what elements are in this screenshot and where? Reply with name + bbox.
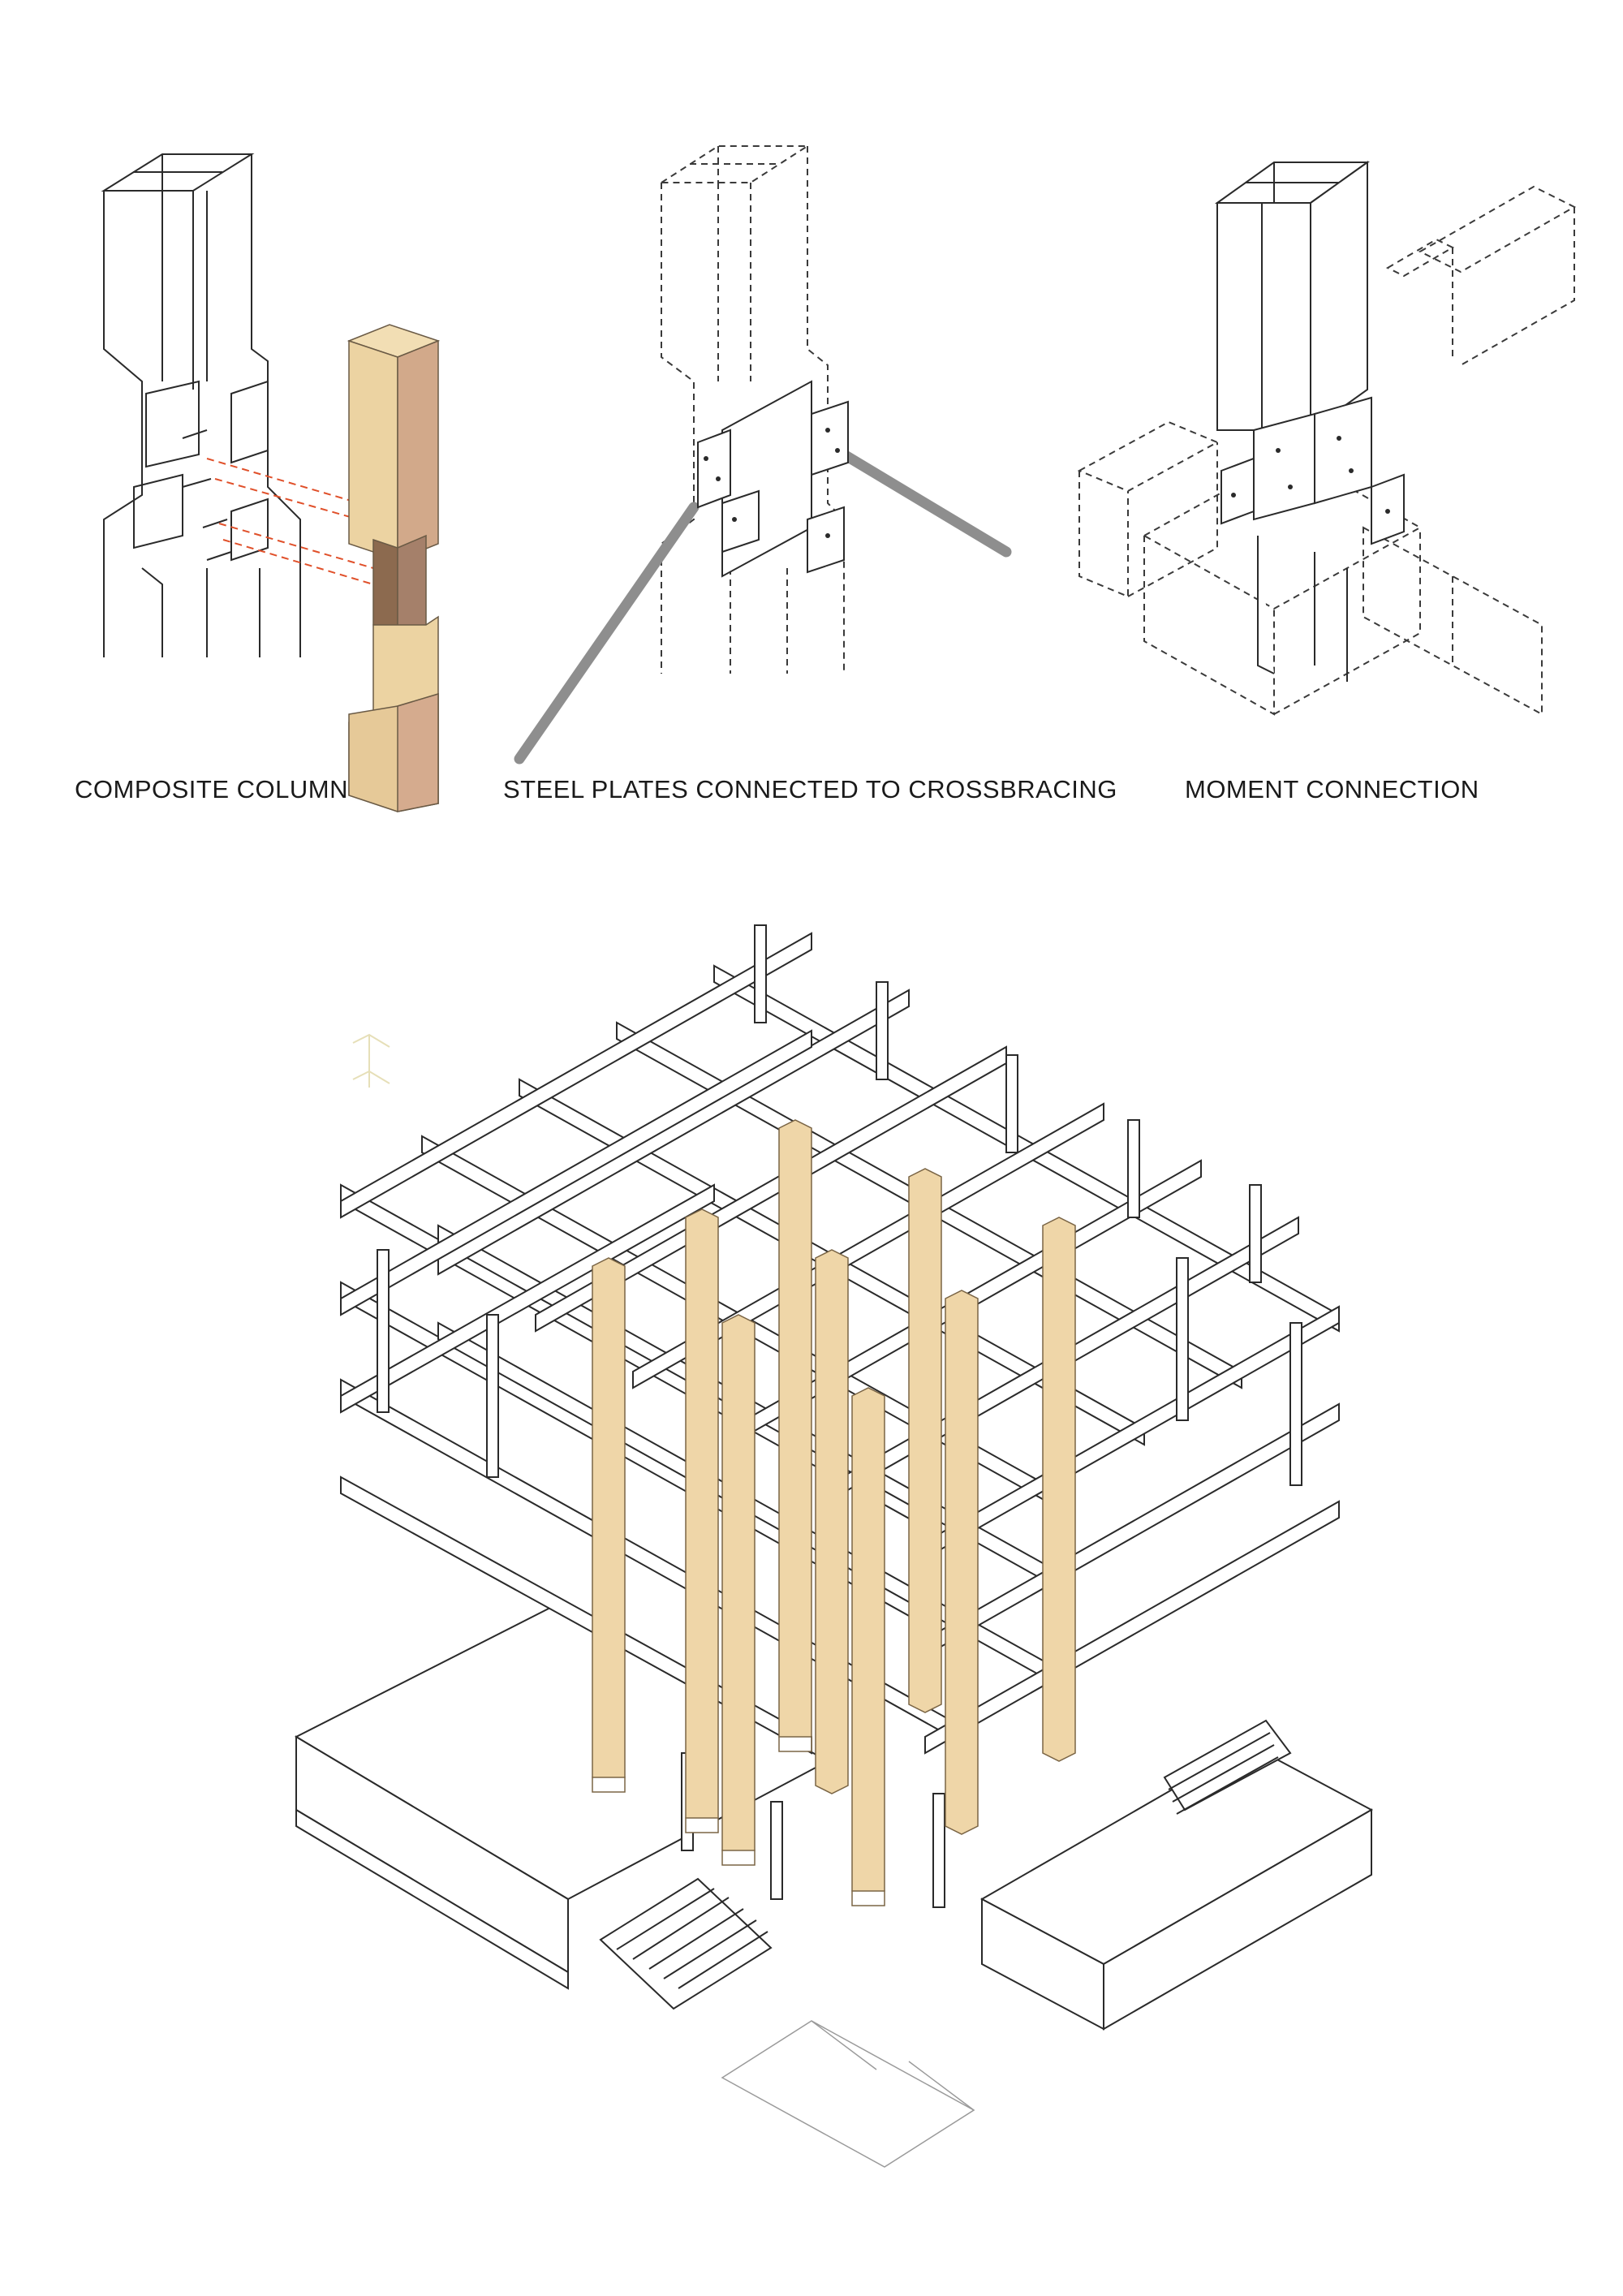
- timber-column-piece: [348, 339, 398, 562]
- timber-column: [908, 1168, 942, 1713]
- steel-plate: [145, 380, 200, 468]
- timber-column: [685, 1208, 719, 1833]
- steel-plates-drawing: [514, 145, 1012, 765]
- moment-connection-detail: MOMENT CONNECTION: [1047, 0, 1623, 844]
- timber-column: [778, 1119, 812, 1752]
- steel-plates-detail: STEEL PLATES CONNECTED TO CROSSBRACING: [487, 0, 1120, 844]
- composite-column-detail: COMPOSITE COLUMN: [0, 0, 519, 844]
- axis-mark: [352, 1033, 390, 1088]
- timber-column: [815, 1249, 849, 1794]
- crossbrace-rod: [818, 437, 1012, 558]
- caption-composite-column: COMPOSITE COLUMN: [75, 775, 348, 803]
- timber-column: [945, 1290, 979, 1835]
- caption-moment-connection: MOMENT CONNECTION: [1185, 775, 1479, 803]
- axonometric-structure-drawing: [294, 924, 1374, 2168]
- timber-column: [1042, 1217, 1076, 1762]
- composite-column-drawing: [101, 153, 441, 812]
- crossbrace-rod: [514, 502, 700, 765]
- caption-steel-plates: STEEL PLATES CONNECTED TO CROSSBRACING: [503, 775, 1117, 803]
- moment-connection-drawing: [1077, 161, 1577, 716]
- stair-left: [599, 1877, 773, 2010]
- timber-column: [721, 1314, 756, 1866]
- axonometric-structure: [0, 877, 1623, 2272]
- timber-column: [851, 1387, 885, 1906]
- steel-plate: [1253, 412, 1315, 521]
- timber-column: [592, 1257, 626, 1793]
